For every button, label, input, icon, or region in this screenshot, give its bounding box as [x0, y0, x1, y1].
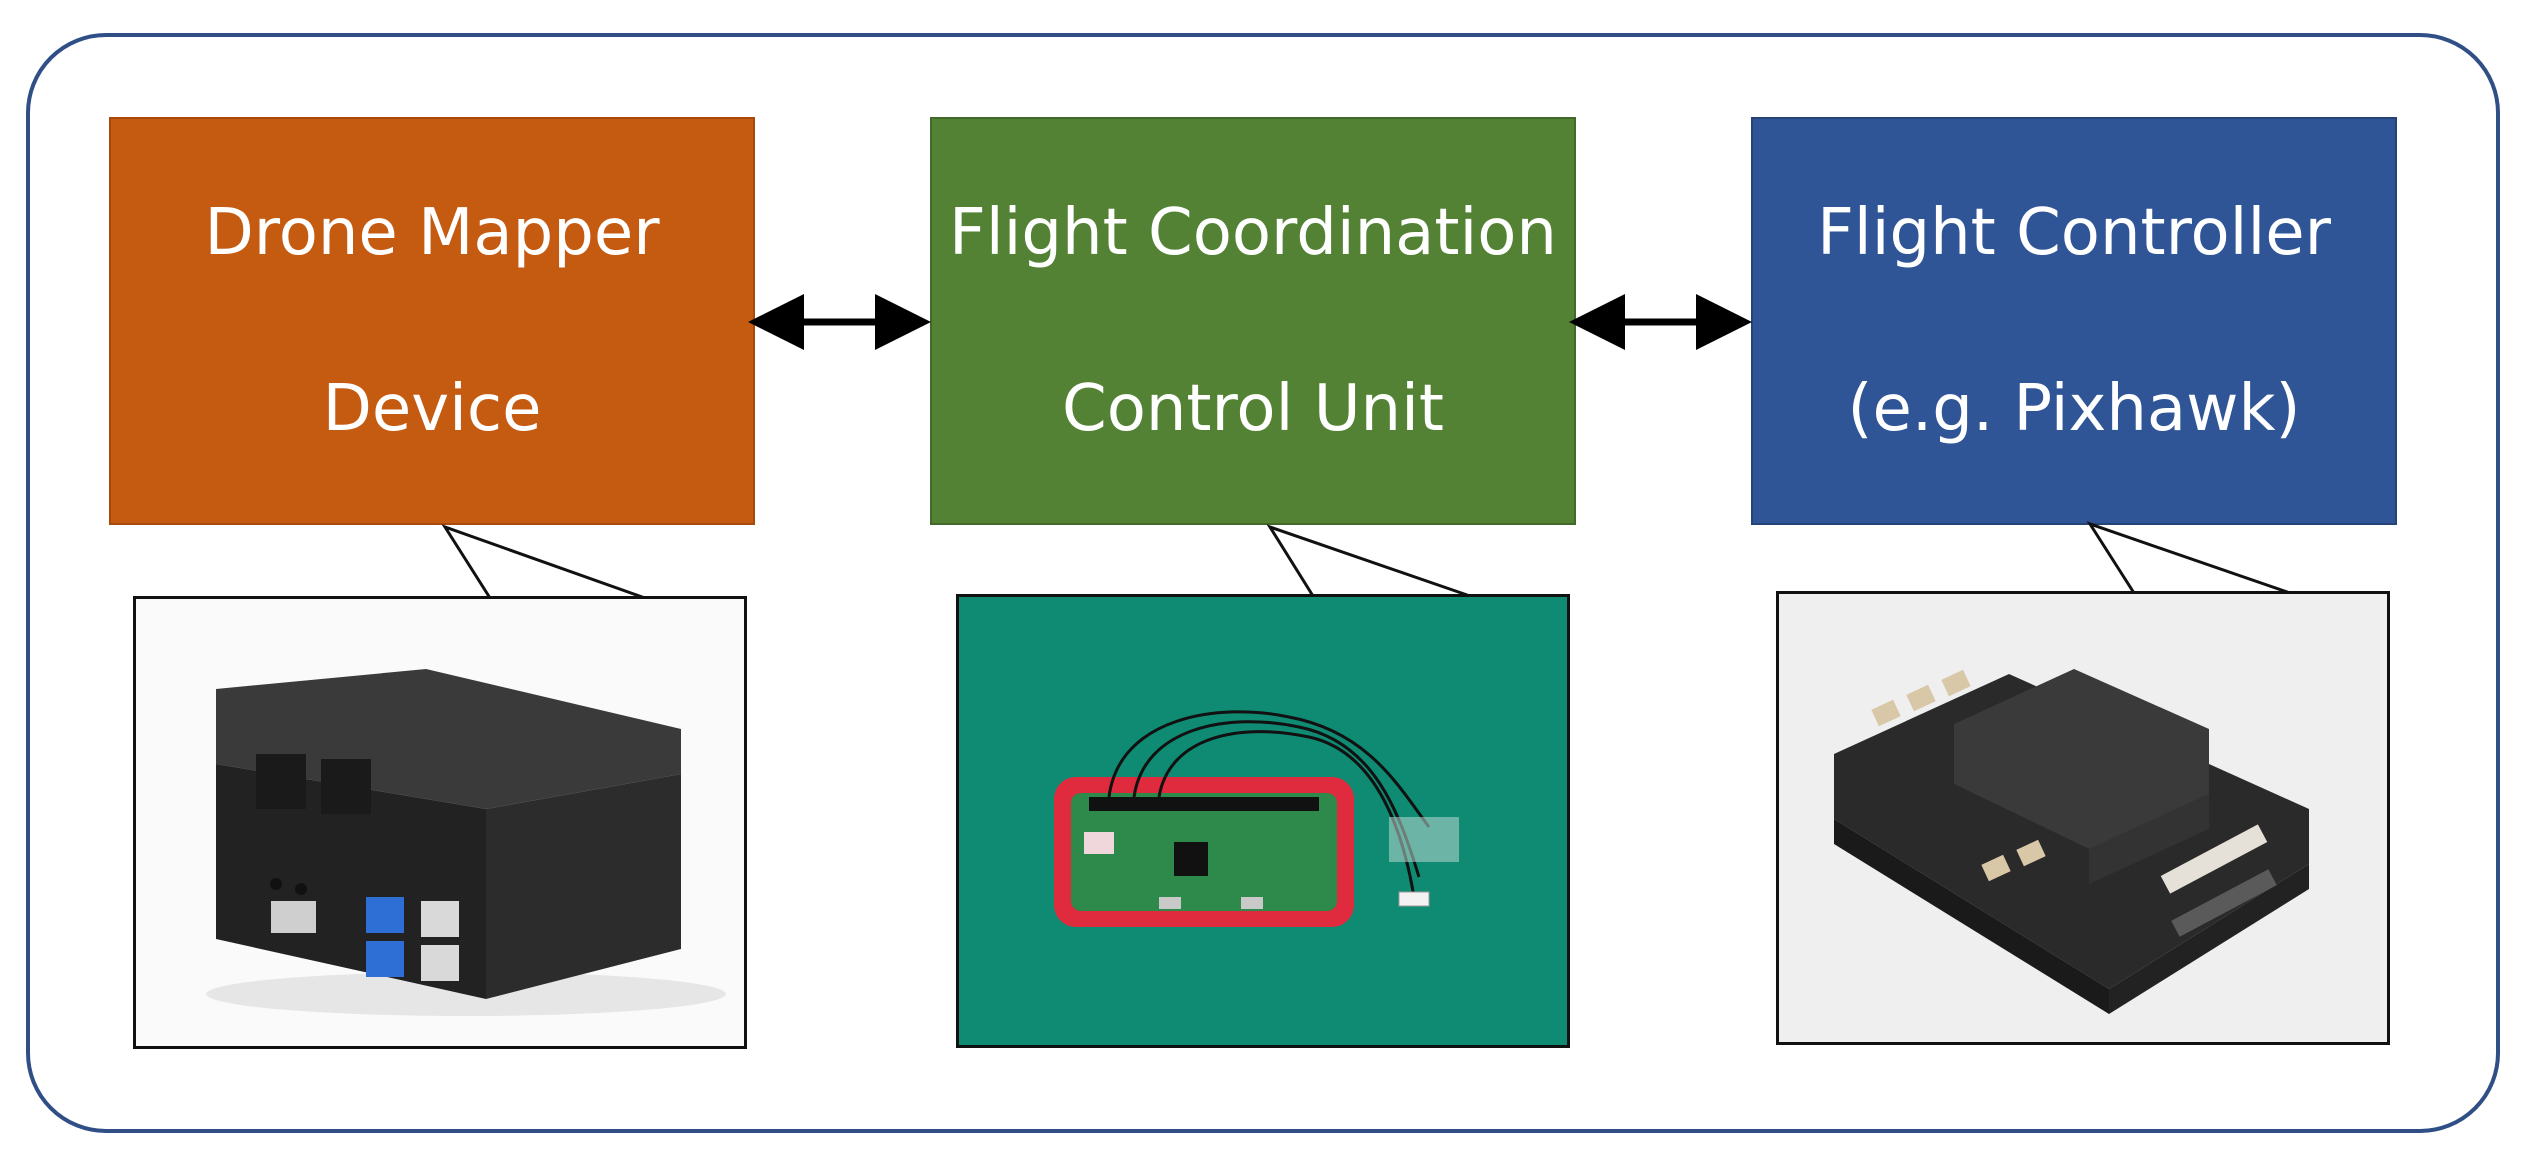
- pixhawk-flight-controller-photo: [1776, 591, 2390, 1045]
- block-label-line2: (e.g. Pixhawk): [1847, 372, 2301, 446]
- raspberry-pi-case-photo: [133, 596, 747, 1049]
- flight-coordination-control-unit-block: Flight Coordination Control Unit: [930, 117, 1576, 525]
- block-label-line1: Flight Controller: [1817, 196, 2331, 270]
- drone-mapper-device-block: Drone Mapper Device: [109, 117, 755, 525]
- raspberry-pi-case-icon: [136, 599, 744, 1046]
- flight-controller-block: Flight Controller (e.g. Pixhawk): [1751, 117, 2397, 525]
- raspberry-pi-zero-board-icon: [959, 597, 1567, 1045]
- block-label-line1: Flight Coordination: [949, 196, 1557, 270]
- block-label-line1: Drone Mapper: [204, 196, 660, 270]
- block-label-line2: Device: [322, 372, 542, 446]
- diagram-frame: [26, 33, 2500, 1133]
- block-label-line2: Control Unit: [1062, 372, 1444, 446]
- callout-pointer-2: [1266, 524, 1471, 598]
- callout-pointer-1: [441, 524, 646, 600]
- callout-pointer-3: [2086, 521, 2291, 595]
- pixhawk-flight-controller-icon: [1779, 594, 2387, 1042]
- raspberry-pi-zero-board-photo: [956, 594, 1570, 1048]
